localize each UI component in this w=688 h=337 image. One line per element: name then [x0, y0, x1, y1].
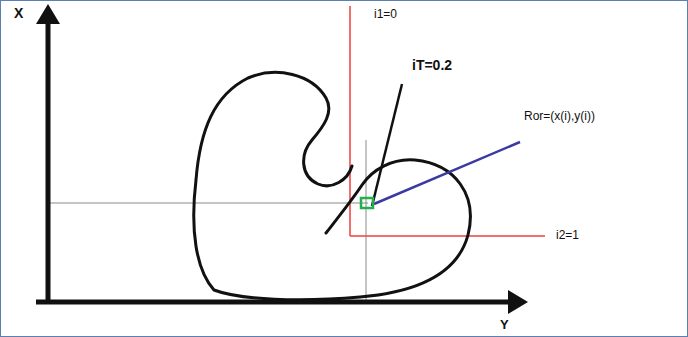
parameter-label: iT=0.2	[412, 58, 452, 73]
parameter-label: i1=0	[374, 8, 397, 21]
axis-label: X	[14, 6, 23, 21]
projection-line	[50, 203, 368, 204]
axis-arrowhead	[36, 4, 60, 24]
y-axis	[36, 300, 512, 305]
parameter-label: i2=1	[556, 229, 579, 242]
projection-line	[366, 140, 367, 300]
leader-line	[374, 142, 520, 204]
axis-arrowhead	[508, 290, 528, 314]
reference-line	[350, 235, 545, 237]
axis-label: Y	[500, 318, 509, 332]
tangent-line	[372, 84, 402, 206]
trajectory-curve	[194, 72, 471, 299]
x-axis	[46, 18, 51, 304]
point-marker	[361, 198, 373, 208]
point-label: Ror=(x(i),y(i))	[524, 110, 595, 123]
